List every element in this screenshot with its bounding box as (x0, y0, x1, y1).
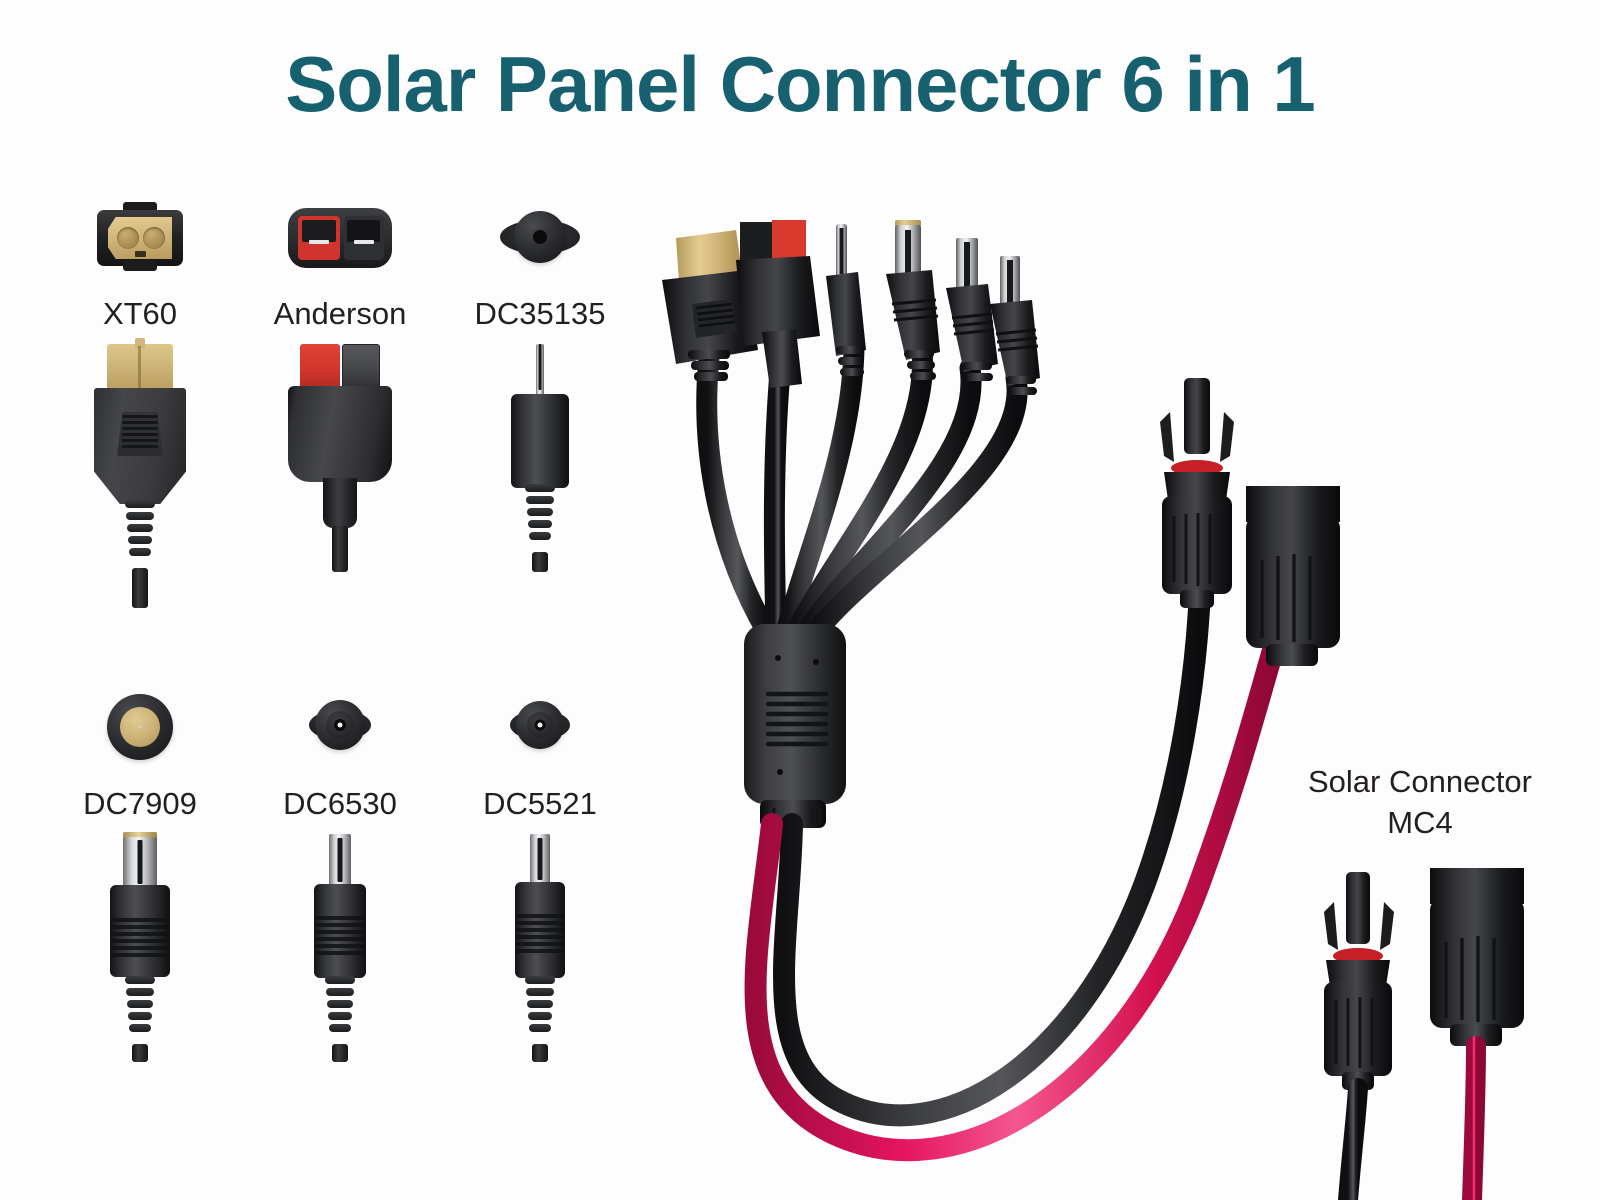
positive-lead-pink (744, 629, 1287, 1162)
connector-catalogue: XT60 Anderson (40, 190, 640, 1130)
catalogue-label-dc7909: DC7909 (83, 786, 197, 821)
mc4-female-connector-lower (1430, 868, 1524, 1200)
catalogue-label-xt60: XT60 (102, 296, 178, 331)
mc4-male-connector-upper (1160, 378, 1234, 608)
mc4-label-line1: Solar Connector (1307, 764, 1532, 799)
dc6530-plug-illustration (240, 830, 440, 1062)
dc7909-face-icon (40, 680, 240, 776)
assembly-head-xt60 (662, 230, 758, 381)
assembly-head-anderson (736, 220, 820, 388)
catalogue-label-dc35135: DC35135 (474, 296, 606, 331)
dc35135-plug-illustration (440, 340, 640, 572)
dc35135-face-icon (440, 190, 640, 286)
dc7909-plug-illustration (40, 830, 240, 1062)
catalogue-item-anderson: Anderson (240, 190, 440, 572)
catalogue-item-dc6530: DC6530 (240, 680, 440, 1062)
negative-lead-black (773, 579, 1211, 1127)
mc4-label: Solar Connector MC4 (1270, 762, 1570, 844)
catalogue-label-anderson: Anderson (273, 296, 407, 331)
catalogue-label-dc6530: DC6530 (283, 786, 397, 821)
dc5521-face-icon (440, 680, 640, 776)
branch-cords (696, 337, 1028, 643)
mc4-female-connector-upper (1246, 486, 1340, 666)
xt60-connector-icon (40, 190, 240, 286)
page-title: Solar Panel Connector 6 in 1 (285, 40, 1316, 128)
catalogue-item-dc5521: DC5521 (440, 680, 640, 1062)
catalogue-item-dc35135: DC35135 (440, 190, 640, 572)
mc4-male-connector-lower (1324, 872, 1394, 1200)
anderson-connector-icon (240, 190, 440, 286)
mc4-label-line2: MC4 (1387, 804, 1453, 840)
assembly-head-dc6530 (946, 238, 998, 381)
dc6530-face-icon (240, 680, 440, 776)
assembly-head-dc7909 (886, 220, 940, 380)
catalogue-item-dc7909: DC7909 (40, 680, 240, 1062)
catalogue-item-xt60: XT60 (40, 190, 240, 608)
xt60-plug-illustration (40, 338, 240, 608)
cable-splitter-junction-block (744, 624, 846, 828)
six-way-solar-connector-cable (640, 200, 1600, 1200)
catalogue-label-dc5521: DC5521 (483, 786, 597, 821)
anderson-plug-illustration (240, 340, 440, 572)
assembly-head-dc35135 (826, 224, 866, 376)
assembly-head-dc5521 (990, 256, 1040, 395)
dc5521-plug-illustration (440, 830, 640, 1062)
